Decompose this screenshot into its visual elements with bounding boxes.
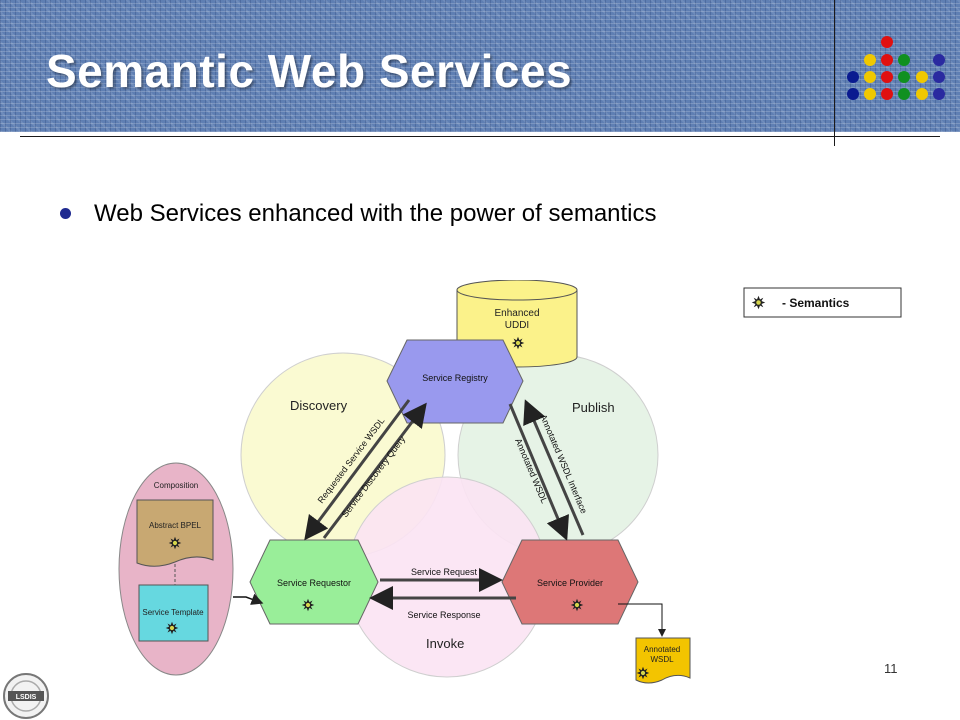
decor-dot bbox=[847, 88, 859, 100]
logo-text: LSDIS bbox=[16, 694, 37, 701]
semantic-web-services-diagram: Discovery Publish Invoke Enhanced UDDI S… bbox=[118, 280, 902, 684]
semantics-icon bbox=[301, 598, 315, 612]
decor-dot bbox=[847, 71, 859, 83]
annotated-wsdl-doc: Annotated WSDL bbox=[635, 637, 691, 684]
title-vertical-divider bbox=[834, 0, 835, 146]
service-requestor-node bbox=[249, 539, 379, 625]
label-service-request: Service Request bbox=[411, 567, 478, 577]
invoke-label: Invoke bbox=[426, 636, 464, 651]
semantics-icon bbox=[168, 536, 182, 550]
arrow-composition-to-requestor bbox=[233, 593, 264, 605]
bullet-text: Web Services enhanced with the power of … bbox=[94, 200, 657, 227]
semantics-icon bbox=[636, 666, 650, 680]
decor-dot bbox=[864, 54, 876, 66]
label-service-response: Service Response bbox=[407, 610, 480, 620]
decor-dot bbox=[898, 88, 910, 100]
semantics-icon bbox=[165, 621, 179, 635]
abstract-bpel-label: Abstract BPEL bbox=[149, 521, 202, 530]
decor-dot bbox=[898, 71, 910, 83]
arrow-annotated-wsdl bbox=[523, 399, 585, 536]
service-registry-label: Service Registry bbox=[422, 373, 488, 383]
discovery-label: Discovery bbox=[290, 398, 348, 413]
decor-dot bbox=[881, 54, 893, 66]
service-requestor-label: Service Requestor bbox=[277, 578, 351, 588]
service-provider-node bbox=[501, 539, 639, 625]
slide-title: Semantic Web Services bbox=[46, 45, 573, 97]
uddi-label-line1: Enhanced bbox=[494, 308, 539, 319]
bullet-dot bbox=[60, 208, 71, 219]
abstract-bpel-doc bbox=[136, 499, 214, 567]
decor-dot bbox=[898, 54, 910, 66]
arrow-annotated-wsdl-interface bbox=[508, 403, 569, 541]
decor-dot bbox=[881, 71, 893, 83]
lsdis-logo: LSDIS bbox=[3, 673, 49, 719]
arrow-provider-to-annotated-wsdl bbox=[618, 603, 666, 637]
decorative-dots bbox=[847, 36, 945, 100]
decor-dot bbox=[933, 71, 945, 83]
composition-title: Composition bbox=[154, 481, 198, 490]
semantics-icon bbox=[570, 598, 584, 612]
page-number: 11 bbox=[884, 661, 898, 676]
legend: - Semantics bbox=[743, 287, 902, 318]
decor-dot bbox=[864, 88, 876, 100]
title-banner bbox=[0, 0, 960, 132]
service-template-box bbox=[138, 584, 209, 642]
decor-dot bbox=[881, 36, 893, 48]
semantics-icon bbox=[751, 295, 766, 310]
arrow-discovery-query bbox=[322, 402, 427, 539]
annotated-wsdl-line1: Annotated bbox=[644, 645, 680, 654]
decor-dot bbox=[933, 88, 945, 100]
uddi-label-line2: UDDI bbox=[505, 320, 529, 331]
decor-dot bbox=[881, 88, 893, 100]
decor-dot bbox=[916, 71, 928, 83]
decor-dot bbox=[916, 88, 928, 100]
legend-label: - Semantics bbox=[782, 296, 850, 310]
annotated-wsdl-line2: WSDL bbox=[650, 655, 674, 664]
decor-dot bbox=[933, 54, 945, 66]
title-divider bbox=[20, 136, 940, 137]
semantics-icon bbox=[511, 336, 525, 350]
service-provider-label: Service Provider bbox=[537, 578, 603, 588]
publish-label: Publish bbox=[572, 400, 615, 415]
decor-dot bbox=[864, 71, 876, 83]
service-template-label: Service Template bbox=[142, 608, 204, 617]
composition-group: Composition Abstract BPEL Service Templa… bbox=[118, 462, 234, 676]
arrow-requested-wsdl bbox=[304, 399, 411, 541]
